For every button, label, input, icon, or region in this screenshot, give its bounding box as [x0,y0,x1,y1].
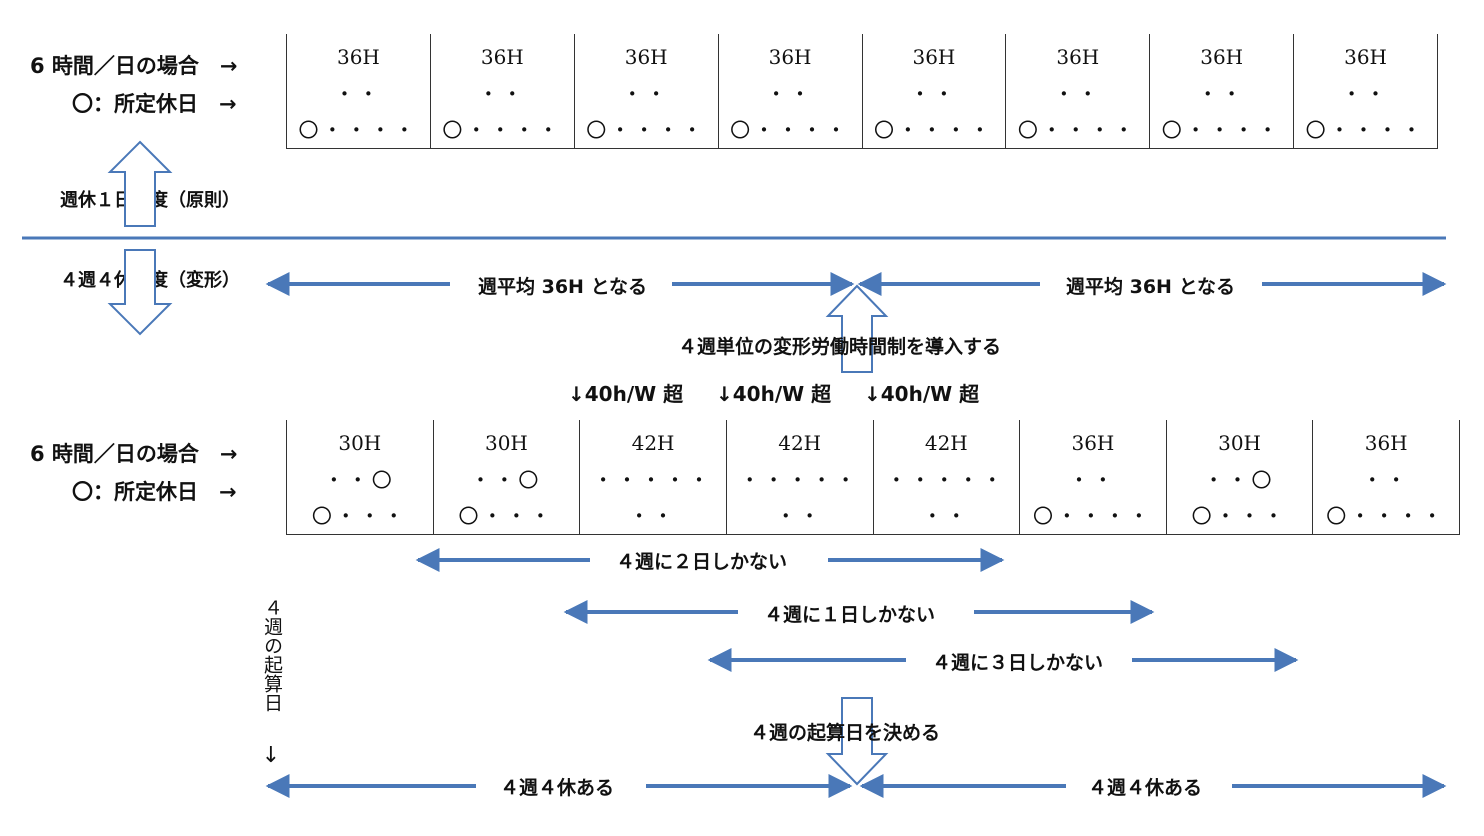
bottom-week-hours: 42H [924,431,968,455]
span-label-3: ４週に３日しかない [924,648,1112,675]
avg-right-label: 週平均 36H となる [1058,272,1244,299]
bottom-weeks-table: 30H・・〇〇・・・30H・・〇〇・・・42H・・・・・・・42H・・・・・・・… [286,420,1460,535]
over-label-3: ↓40h/W 超 [864,382,980,406]
bottom-week-hours: 42H [631,431,675,455]
top-label-hours: 6 時間／日の場合 → [30,54,238,78]
top-week-bot: 〇・・・・ [298,118,419,142]
bottom-label-holiday: 〇：所定休日 → [72,480,237,504]
span-label-2: ４週に１日しかない [756,600,944,627]
top-week-cell: 36H ・・〇・・・・ [429,34,575,149]
bottom-week-mid: ・・〇 [323,468,396,492]
bottom-week-hours: 36H [1071,431,1115,455]
top-week-mid: ・・ [1197,82,1246,106]
top-week-bot: 〇・・・・ [873,118,994,142]
bottom-week-mid: ・・〇 [1203,468,1276,492]
rest-left-label: ４週４休ある [492,773,623,800]
bottom-week-hours: 30H [1218,431,1261,455]
bottom-week-bot: ・・ [629,504,678,528]
down-arrow-icon [107,249,173,336]
adopt-up-arrow-icon [825,284,889,373]
top-week-mid: ・・ [334,82,383,106]
bottom-week-mid: ・・・・・ [593,468,714,492]
bottom-week-cell: 42H・・・・・・・ [725,420,873,535]
bottom-week-cell: 30H ・・〇〇・・・ [432,420,580,535]
top-week-cell: 36H ・・〇・・・・ [1005,34,1150,149]
bottom-week-cell: 36H ・・〇・・・・ [1312,420,1460,535]
bottom-week-cell: 42H・・・・・・・ [579,420,727,535]
bottom-week-mid: ・・〇 [470,468,543,492]
top-weeks-table: 36H ・・〇・・・・ 36H ・・〇・・・・ 36H ・・〇・・・・ 36H ・・〇・・・・… [286,34,1438,149]
bottom-week-cell: 42H・・・・・・・ [872,420,1020,535]
top-week-hours: 36H [336,45,380,69]
top-week-hours: 36H [1344,45,1387,69]
bottom-week-bot: 〇・・・・ [1326,504,1447,528]
top-week-mid: ・・ [766,82,815,106]
bottom-week-bot: ・・ [922,504,971,528]
bottom-week-cell: 30H ・・〇〇・・・ [286,420,434,535]
bottom-week-bot: ・・ [775,504,824,528]
top-week-cell: 36H ・・〇・・・・ [1293,34,1438,149]
top-week-hours: 36H [1200,45,1244,69]
decide-down-arrow-icon [825,697,889,786]
bottom-week-bot: 〇・・・ [311,504,408,528]
top-week-bot: 〇・・・・ [586,118,707,142]
avg-left-label: 週平均 36H となる [470,272,656,299]
bottom-week-mid: ・・ [1362,468,1411,492]
bottom-week-mid: ・・ [1068,468,1117,492]
bottom-week-hours: 42H [778,431,822,455]
start-day-vertical: ４週の起算日 [260,598,283,718]
rest-right-label: ４週４休ある [1080,773,1211,800]
start-day-vertical-text: ４週の起算日 [261,598,283,712]
bottom-week-hours: 36H [1364,431,1408,455]
top-week-bot: 〇・・・・ [1017,118,1138,142]
bottom-week-hours: 30H [484,431,528,455]
top-week-cell: 36H ・・〇・・・・ [573,34,719,149]
bottom-week-bot: 〇・・・ [1191,504,1288,528]
adopt-label: ４週単位の変形労働時間制を導入する [678,336,1002,358]
over-label-2: ↓40h/W 超 [716,382,832,406]
top-week-hours: 36H [912,45,956,69]
top-label-holiday: 〇：所定休日 → [72,92,237,116]
bottom-week-hours: 30H [338,431,382,455]
top-week-mid: ・・ [478,82,527,106]
over-label-1: ↓40h/W 超 [568,382,684,406]
top-week-cell: 36H ・・〇・・・・ [1149,34,1294,149]
top-week-hours: 36H [768,45,812,69]
decide-label: ４週の起算日を決める [750,722,941,744]
top-week-hours: 36H [480,45,524,69]
bottom-week-bot: 〇・・・ [458,504,555,528]
start-day-arrow: ↓ [261,743,281,768]
top-week-mid: ・・ [1053,82,1102,106]
bottom-week-cell: 30H ・・〇〇・・・ [1165,420,1313,535]
top-week-hours: 36H [1056,45,1100,69]
up-arrow-icon [107,140,173,227]
bottom-week-bot: 〇・・・・ [1032,504,1153,528]
span-label-1: ４週に２日しかない [608,547,796,574]
bottom-week-cell: 36H ・・〇・・・・ [1019,420,1167,535]
top-week-cell: 36H ・・〇・・・・ [286,34,431,149]
bottom-week-mid: ・・・・・ [886,468,1007,492]
bottom-week-mid: ・・・・・ [739,468,860,492]
top-week-mid: ・・ [909,82,958,106]
top-week-bot: 〇・・・・ [442,118,563,142]
top-week-bot: 〇・・・・ [1305,118,1426,142]
top-week-cell: 36H ・・〇・・・・ [717,34,862,149]
top-week-bot: 〇・・・・ [730,118,851,142]
top-week-mid: ・・ [622,82,671,106]
top-week-cell: 36H ・・〇・・・・ [861,34,1006,149]
top-week-hours: 36H [624,45,668,69]
top-week-bot: 〇・・・・ [1161,118,1282,142]
bottom-label-hours: 6 時間／日の場合 → [30,442,238,466]
top-week-mid: ・・ [1341,82,1390,106]
